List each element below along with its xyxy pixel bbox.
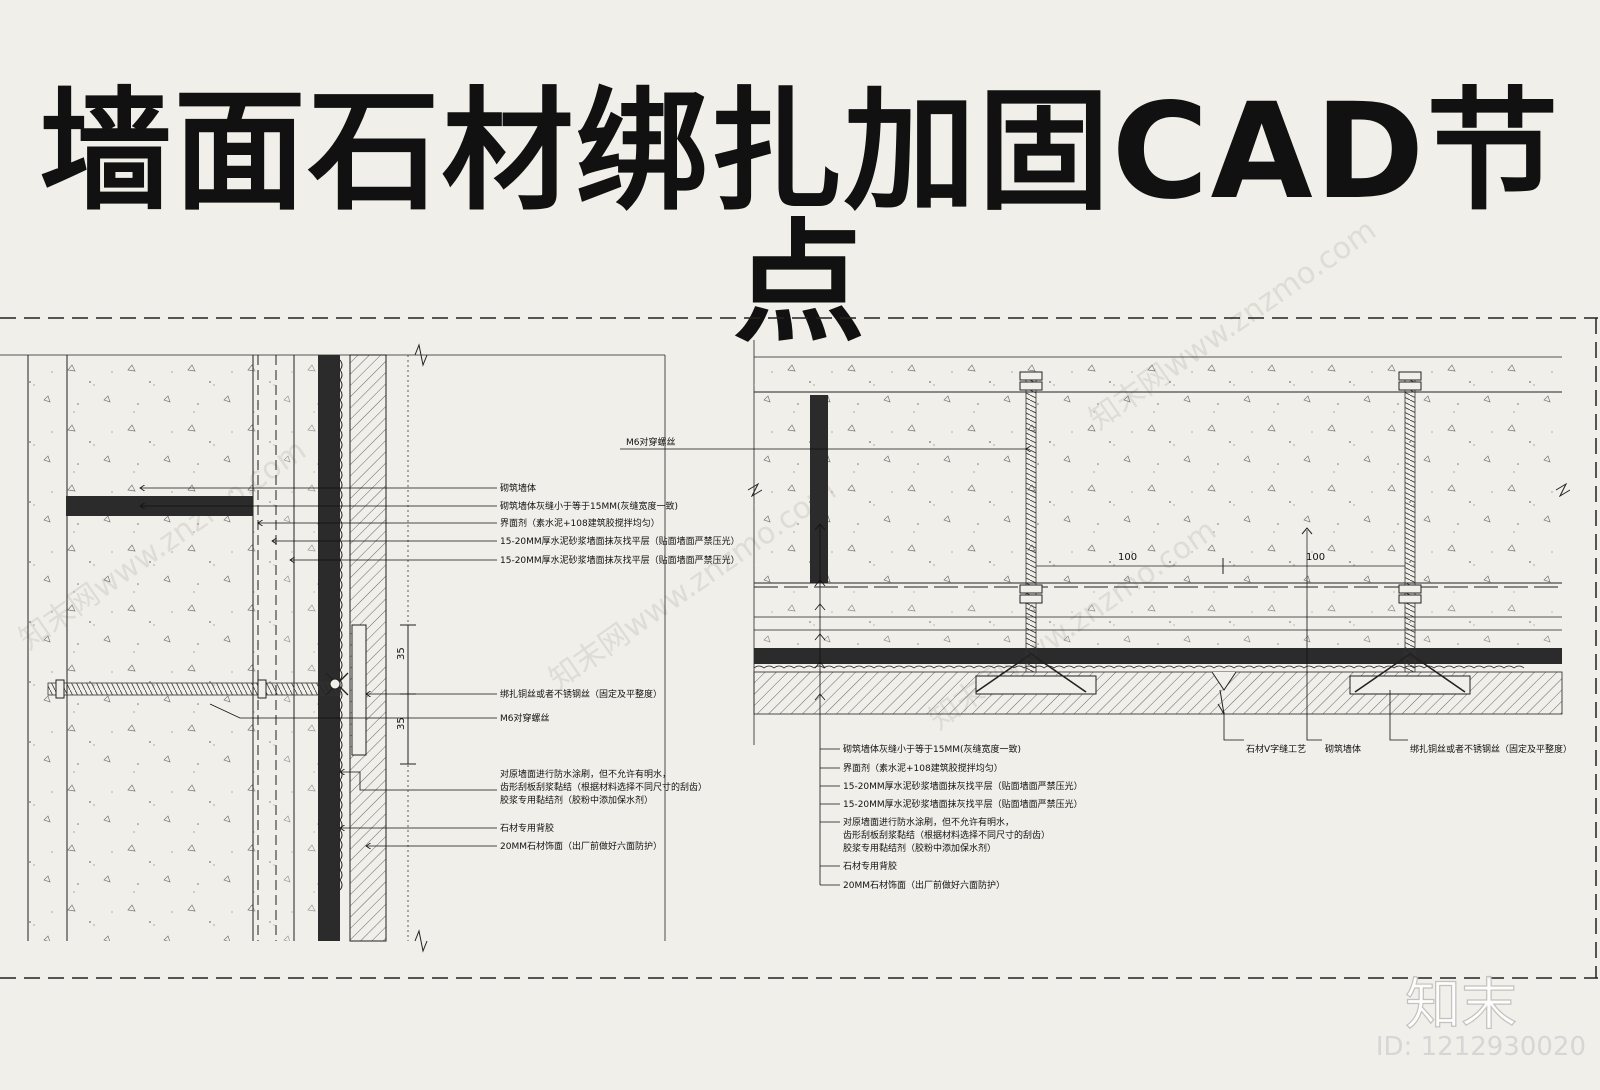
label-mortar-joint-right: 砌筑墙体灰缝小于等于15MM(灰缝宽度一致) — [843, 743, 1021, 755]
label-masonry-wall: 砌筑墙体 — [500, 482, 536, 494]
page-title: 墙面石材绑扎加固CAD节点 — [39, 75, 1561, 361]
label-v-joint: 石材V字缝工艺 — [1246, 743, 1306, 755]
left-leaders — [140, 488, 497, 846]
label-mortar-joint: 砌筑墙体灰缝小于等于15MM(灰缝宽度一致) — [500, 500, 678, 512]
label-adhesive-right: 胶浆专用黏结剂（胶粉中添加保水剂） — [843, 842, 996, 854]
left-detail: 35 35 — [0, 343, 666, 953]
right-leaders — [620, 449, 1408, 886]
label-leveling-layer-right-2: 15-20MM厚水泥砂浆墙面抹灰找平层（贴面墙面严禁压光） — [843, 798, 1083, 810]
dimension-35-lower: 35 — [396, 717, 407, 730]
label-stone-back-glue: 石材专用背胶 — [500, 822, 554, 834]
watermark-id: ID: 1212930020 — [1375, 1032, 1586, 1062]
label-notched-trowel-right: 齿形刮板刮浆黏结（根据材料选择不同尺寸的刮齿） — [843, 829, 1050, 841]
label-m6-bolt-right: M6对穿螺丝 — [626, 436, 676, 448]
right-detail: 100 100 — [747, 340, 1571, 745]
label-binding-wire-right: 绑扎铜丝或者不锈钢丝（固定及平整度） — [1410, 743, 1572, 755]
right-labels: M6对穿螺丝 砌筑墙体灰缝小于等于15MM(灰缝宽度一致) 界面剂（素水泥+10… — [626, 436, 1572, 891]
label-waterproof: 对原墙面进行防水涂刷，但不允许有明水， — [500, 768, 671, 780]
label-masonry-wall-right: 砌筑墙体 — [1325, 743, 1361, 755]
label-leveling-layer-right-1: 15-20MM厚水泥砂浆墙面抹灰找平层（贴面墙面严禁压光） — [843, 780, 1083, 792]
label-binding-wire: 绑扎铜丝或者不锈钢丝（固定及平整度） — [500, 688, 662, 700]
label-notched-trowel: 齿形刮板刮浆黏结（根据材料选择不同尺寸的刮齿） — [500, 781, 707, 793]
label-m6-bolt: M6对穿螺丝 — [500, 712, 550, 724]
label-waterproof-right: 对原墙面进行防水涂刷，但不允许有明水， — [843, 816, 1014, 828]
dimension-35-upper: 35 — [396, 647, 407, 660]
label-leveling-layer-1: 15-20MM厚水泥砂浆墙面抹灰找平层（贴面墙面严禁压光） — [500, 535, 740, 547]
dimension-100-right: 100 — [1306, 552, 1325, 563]
label-stone-facing-right: 20MM石材饰面（出厂前做好六面防护） — [843, 879, 1005, 891]
label-interface-agent: 界面剂（素水泥+108建筑胶搅拌均匀） — [500, 517, 660, 529]
watermark-logo: 知末 — [1404, 972, 1517, 1038]
dimension-100-left: 100 — [1118, 552, 1137, 563]
label-stone-facing: 20MM石材饰面（出厂前做好六面防护） — [500, 840, 662, 852]
dashed-frame — [0, 317, 1598, 979]
label-interface-agent-right: 界面剂（素水泥+108建筑胶搅拌均匀） — [843, 762, 1003, 774]
label-adhesive: 胶浆专用黏结剂（胶粉中添加保水剂） — [500, 794, 653, 806]
left-labels: 砌筑墙体 砌筑墙体灰缝小于等于15MM(灰缝宽度一致) 界面剂（素水泥+108建… — [500, 482, 740, 852]
label-stone-back-glue-right: 石材专用背胶 — [843, 860, 897, 872]
label-leveling-layer-2: 15-20MM厚水泥砂浆墙面抹灰找平层（贴面墙面严禁压光） — [500, 554, 740, 566]
